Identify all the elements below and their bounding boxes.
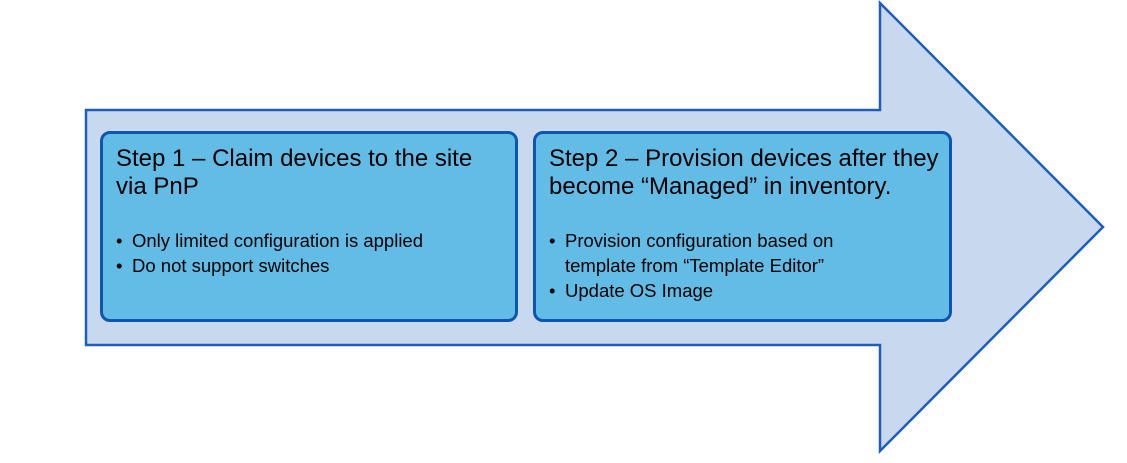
step-1-box: Step 1 – Claim devices to the site via P… bbox=[100, 131, 518, 322]
bullet-marker: • bbox=[549, 230, 556, 251]
bullet-line: Do not support switches bbox=[132, 255, 330, 276]
step-1-title-line-1: Step 1 – Claim devices to the site bbox=[116, 145, 473, 172]
bullet-line: Only limited configuration is applied bbox=[132, 230, 424, 251]
step-1-title: Step 1 – Claim devices to the site via P… bbox=[116, 145, 503, 201]
bullet-text: Only limited configuration is applied bbox=[132, 228, 503, 253]
step-2-title-line-1: Step 2 – Provision devices after they bbox=[549, 145, 939, 172]
bullet-line: Provision configuration based on bbox=[565, 230, 834, 251]
bullet-text: Provision configuration based on templat… bbox=[565, 228, 937, 278]
bullet-item: • Only limited configuration is applied bbox=[116, 228, 503, 253]
step-2-bullet-list: • Provision configuration based on templ… bbox=[549, 228, 937, 303]
bullet-line: template from “Template Editor” bbox=[565, 255, 825, 276]
step-2-box: Step 2 – Provision devices after they be… bbox=[533, 131, 952, 322]
bullet-item: • Do not support switches bbox=[116, 253, 503, 278]
step-1-title-line-2: via PnP bbox=[116, 173, 199, 200]
bullet-text: Update OS Image bbox=[565, 278, 937, 303]
bullet-marker: • bbox=[116, 255, 123, 276]
bullet-item: • Update OS Image bbox=[549, 278, 937, 303]
bullet-item: • Provision configuration based on templ… bbox=[549, 228, 937, 278]
bullet-marker: • bbox=[116, 230, 123, 251]
bullet-marker: • bbox=[549, 280, 556, 301]
bullet-line: Update OS Image bbox=[565, 280, 714, 301]
step-2-title-line-2: become “Managed” in inventory. bbox=[549, 173, 892, 200]
step-1-bullet-list: • Only limited configuration is applied … bbox=[116, 228, 503, 278]
step-2-title: Step 2 – Provision devices after they be… bbox=[549, 145, 939, 201]
bullet-text: Do not support switches bbox=[132, 253, 503, 278]
